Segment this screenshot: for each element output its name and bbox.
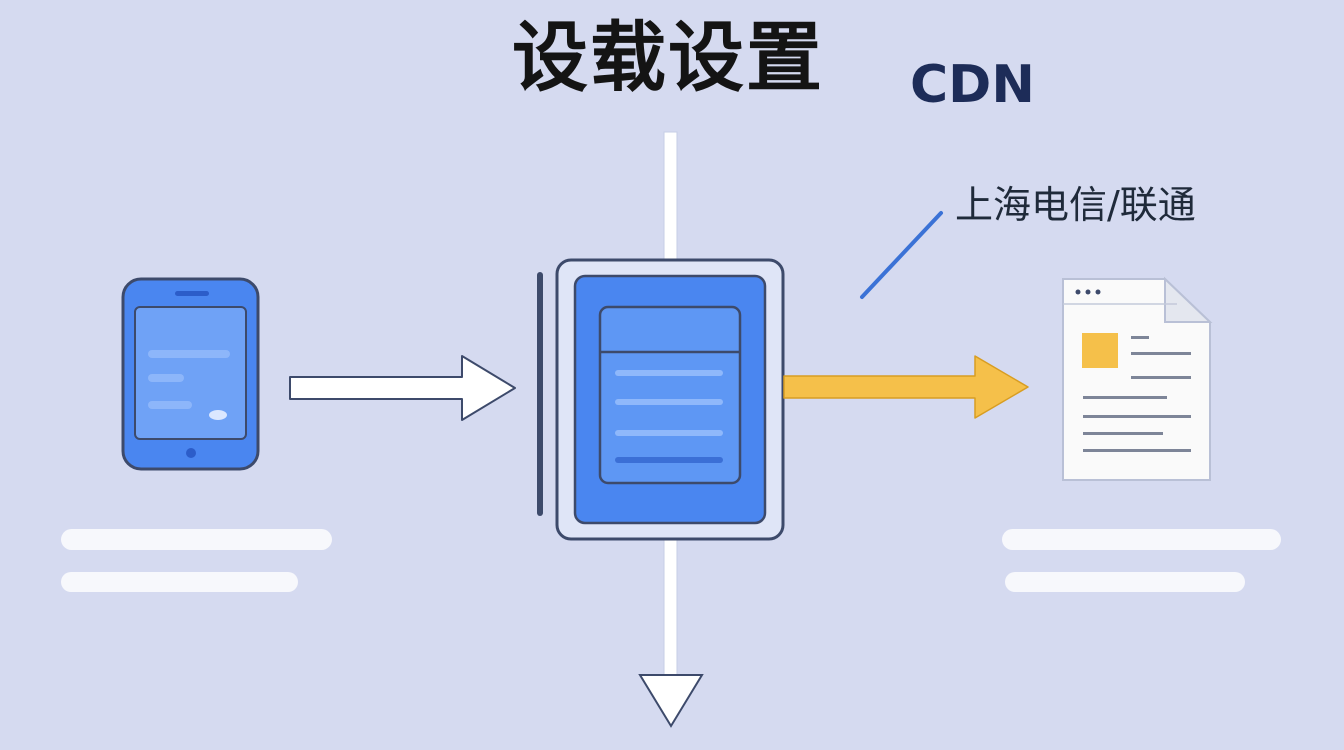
placeholder-line	[61, 529, 332, 550]
input-arrow	[289, 355, 516, 421]
down-arrow	[638, 537, 704, 728]
vertical-connector-top	[663, 131, 678, 265]
placeholder-line	[1002, 529, 1281, 550]
page-title: 设载设置	[512, 13, 824, 102]
placeholder-line	[1005, 572, 1245, 592]
cdn-label: CDN	[910, 55, 1035, 115]
output-arrow	[783, 355, 1029, 419]
web-document-icon	[1062, 276, 1213, 481]
placeholder-line	[61, 572, 298, 592]
isp-label: 上海电信/联通	[955, 183, 1196, 227]
cdn-server-icon	[537, 258, 785, 541]
callout-line	[860, 211, 943, 299]
smartphone-icon	[121, 277, 260, 471]
